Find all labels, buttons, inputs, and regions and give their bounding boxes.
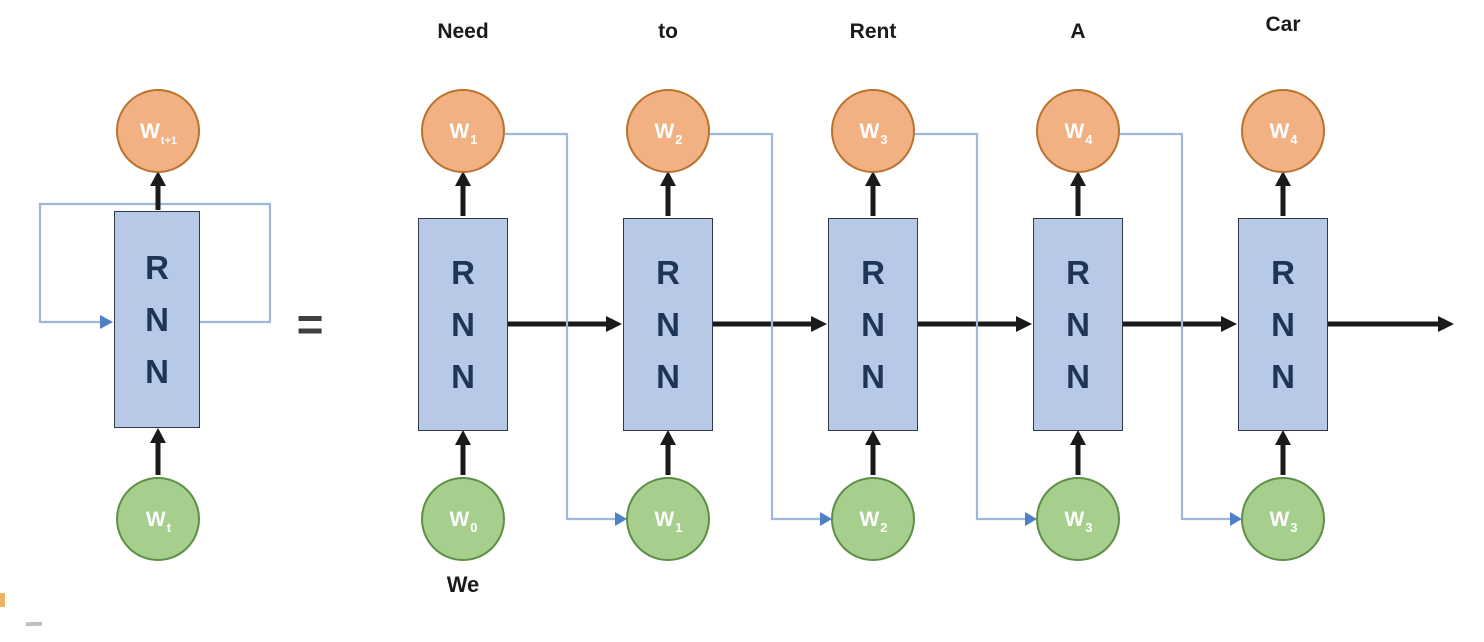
- input-node: W0: [421, 477, 505, 561]
- edge-artifact-smudge: [25, 621, 43, 627]
- timestep-column-4: A W4 R N N W3: [976, 0, 1180, 642]
- left-input-node: Wt: [116, 477, 200, 561]
- word-label: A: [1070, 20, 1086, 43]
- output-node: W4: [1241, 89, 1325, 173]
- timestep-column-2: to W2 R N N W1: [566, 0, 770, 642]
- output-node-label: W2: [654, 119, 683, 147]
- word-label: to: [658, 20, 678, 43]
- rnn-letter: N: [861, 358, 885, 395]
- rnn-letter: R: [656, 254, 680, 291]
- output-node: W3: [831, 89, 915, 173]
- rnn-letter: N: [1066, 306, 1090, 343]
- rnn-letter: N: [656, 306, 680, 343]
- word-label: Need: [437, 20, 489, 43]
- rnn-letter: N: [861, 306, 885, 343]
- rnn-letter: N: [656, 358, 680, 395]
- edge-artifact-mark: [0, 593, 5, 607]
- output-node: W4: [1036, 89, 1120, 173]
- left-rnn-block: R N N: [114, 211, 200, 428]
- timestep-column-1: Need W1 R N N W0 We: [361, 0, 565, 642]
- left-input-label: Wt: [145, 507, 172, 535]
- input-node: W3: [1241, 477, 1325, 561]
- left-output-label: Wt+1: [139, 119, 178, 147]
- rnn-block: R N N: [418, 218, 508, 431]
- input-node-label: W3: [1269, 507, 1298, 535]
- timestep-column-3: Rent W3 R N N W2: [771, 0, 975, 642]
- rnn-block: R N N: [828, 218, 918, 431]
- word-label: Rent: [849, 20, 897, 43]
- rnn-block: R N N: [623, 218, 713, 431]
- input-node-label: W3: [1064, 507, 1093, 535]
- input-node-label: W0: [449, 507, 478, 535]
- rnn-block: R N N: [1238, 218, 1328, 431]
- rnn-letter: N: [145, 353, 169, 390]
- output-node-label: W4: [1064, 119, 1093, 147]
- rnn-letter: N: [451, 358, 475, 395]
- rnn-letter: N: [451, 306, 475, 343]
- state-arrow-out-head-icon: [1438, 316, 1454, 332]
- left-output-node: Wt+1: [116, 89, 200, 173]
- rnn-letter: N: [1271, 358, 1295, 395]
- rnn-letter: R: [1066, 254, 1090, 291]
- output-node: W1: [421, 89, 505, 173]
- input-word-label: We: [446, 572, 480, 597]
- input-node: W1: [626, 477, 710, 561]
- left-input-arrowhead-icon: [150, 428, 166, 443]
- input-node: W2: [831, 477, 915, 561]
- word-label: Car: [1265, 13, 1301, 36]
- rnn-letter: R: [1271, 254, 1295, 291]
- rnn-letter: R: [145, 249, 169, 286]
- rnn-letter: N: [1066, 358, 1090, 395]
- left-output-arrowhead-icon: [150, 171, 166, 186]
- input-node: W3: [1036, 477, 1120, 561]
- output-node-label: W4: [1269, 119, 1298, 147]
- recurrent-loop-arrowhead-icon: [100, 315, 113, 329]
- rnn-letter: R: [451, 254, 475, 291]
- rnn-letter: N: [1271, 306, 1295, 343]
- input-node-label: W2: [859, 507, 888, 535]
- rnn-block: R N N: [1033, 218, 1123, 431]
- rnn-letter: N: [145, 301, 169, 338]
- output-node: W2: [626, 89, 710, 173]
- timestep-column-5: Car W4 R N N W3: [1181, 0, 1385, 642]
- input-node-label: W1: [654, 507, 683, 535]
- output-node-label: W3: [859, 119, 888, 147]
- rnn-letter: R: [861, 254, 885, 291]
- output-node-label: W1: [449, 119, 478, 147]
- equals-sign: =: [296, 298, 324, 350]
